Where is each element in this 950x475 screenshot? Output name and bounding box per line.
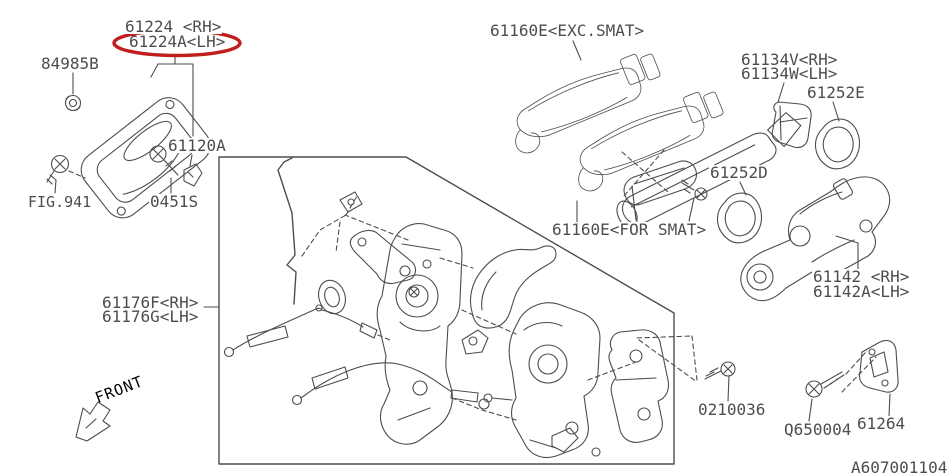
screw-q650004-drawing bbox=[805, 351, 877, 422]
part-label-61160e-for-smat[interactable]: 61160E<FOR SMAT> bbox=[551, 220, 708, 239]
latch-lever-parts-drawing bbox=[318, 191, 432, 315]
main-assembly-box bbox=[218, 156, 675, 465]
part-label-61224-rh[interactable]: 61224 <RH> bbox=[124, 17, 223, 36]
part-label-q650004[interactable]: Q650004 bbox=[783, 420, 853, 439]
part-label-61142-rh[interactable]: 61142 <RH> bbox=[812, 267, 911, 286]
door-cable-drawings bbox=[223, 304, 513, 406]
part-label-61134v-rh[interactable]: 61134V<RH> bbox=[740, 50, 839, 69]
part-label-61176g-lh[interactable]: 61176G<LH> bbox=[101, 307, 200, 326]
gasket-61252e-drawing bbox=[814, 101, 861, 170]
dashed-construction-lines bbox=[301, 195, 698, 421]
figure-code: A607001104 bbox=[851, 458, 948, 475]
part-label-61160e-exc-smat[interactable]: 61160E<EXC.SMAT> bbox=[489, 21, 646, 40]
nut-84985b-drawing bbox=[64, 94, 82, 112]
part-label-0210036[interactable]: 0210036 bbox=[697, 400, 767, 419]
part-label-61252d[interactable]: 61252D bbox=[709, 163, 769, 182]
outer-handle-exc-smat-drawing bbox=[500, 47, 670, 157]
leader-lines-61160e bbox=[572, 40, 695, 223]
outer-handle-middle-drawing bbox=[563, 85, 733, 195]
screw-0451s-drawing bbox=[149, 145, 179, 176]
lock-actuator-drawing bbox=[461, 329, 670, 457]
latch-plate-center-drawing bbox=[376, 223, 463, 445]
front-arrow bbox=[75, 401, 111, 442]
handle-cap-61134-drawing bbox=[771, 82, 812, 149]
part-label-84985b[interactable]: 84985B bbox=[40, 54, 100, 73]
part-label-61252e[interactable]: 61252E bbox=[806, 83, 866, 102]
part-label-61264[interactable]: 61264 bbox=[856, 414, 907, 433]
figure-ref-941[interactable]: FIG.941 bbox=[27, 193, 93, 211]
part-label-61224a-lh[interactable]: 61224A<LH> bbox=[129, 32, 226, 51]
part-label-61142a-lh[interactable]: 61142A<LH> bbox=[812, 282, 911, 301]
lock-rod-drawing bbox=[277, 157, 297, 305]
handle-bracket-drawing bbox=[469, 245, 557, 329]
smat-handle-ghost-drawing bbox=[621, 149, 708, 206]
gasket-61252d-drawing bbox=[716, 181, 763, 244]
part-label-61176f-rh[interactable]: 61176F<RH> bbox=[101, 293, 200, 312]
part-label-0451s[interactable]: 0451S bbox=[149, 192, 200, 211]
clip-61120a-drawing bbox=[183, 163, 203, 187]
leader-lines-top-left bbox=[54, 55, 194, 194]
part-label-61120a[interactable]: 61120A bbox=[167, 136, 227, 155]
screw-0210036-drawing bbox=[704, 361, 736, 402]
part-label-61134w-lh[interactable]: 61134W<LH> bbox=[740, 64, 839, 83]
screw-fig941-drawing bbox=[46, 154, 86, 185]
striker-61264-drawing bbox=[858, 339, 899, 417]
interior-handle-assembly-drawing bbox=[80, 97, 211, 219]
latch-plate-right-drawing bbox=[508, 302, 601, 459]
